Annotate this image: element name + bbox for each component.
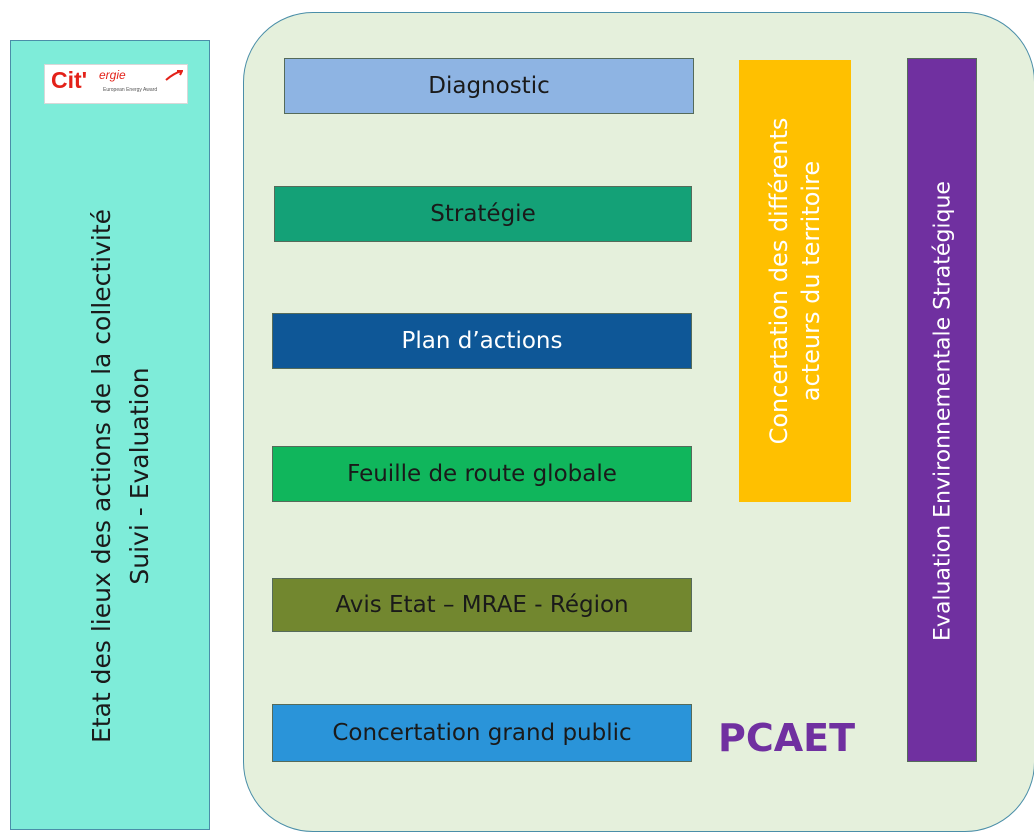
concertation-acteurs-column: Concertation des différents acteurs du t… [739, 60, 851, 502]
logo-super-text: ergie [99, 68, 126, 82]
pcaet-container [243, 12, 1034, 832]
pcaet-label: PCAET [718, 716, 856, 760]
concertation-acteurs-text: Concertation des différents acteurs du t… [763, 118, 827, 445]
concertation-line-2: acteurs du territoire [797, 160, 825, 402]
concertation-line-1: Concertation des différents [765, 117, 793, 445]
citergie-logo: Cit' ergie European Energy Award [44, 64, 188, 104]
step-feuille-de-route: Feuille de route globale [272, 446, 692, 502]
step-diagnostic: Diagnostic [284, 58, 694, 114]
step-concertation-public: Concertation grand public [272, 704, 692, 762]
evaluation-environnementale-column: Evaluation Environnementale Stratégique [907, 58, 977, 762]
collectivite-panel-text: Etat des lieux des actions de la collect… [83, 209, 159, 743]
logo-main-text: Cit' [51, 67, 88, 93]
logo-tagline: European Energy Award [103, 87, 158, 93]
step-plan-actions: Plan d’actions [272, 313, 692, 369]
collectivite-title: Etat des lieux des actions de la collect… [87, 208, 116, 744]
collectivite-panel: Etat des lieux des actions de la collect… [10, 40, 210, 830]
step-avis-etat: Avis Etat – MRAE - Région [272, 578, 692, 632]
swoosh-icon [165, 70, 183, 81]
evaluation-environnementale-text: Evaluation Environnementale Stratégique [930, 181, 956, 641]
suivi-evaluation-label: Suivi - Evaluation [125, 367, 154, 585]
step-strategie: Stratégie [274, 186, 692, 242]
